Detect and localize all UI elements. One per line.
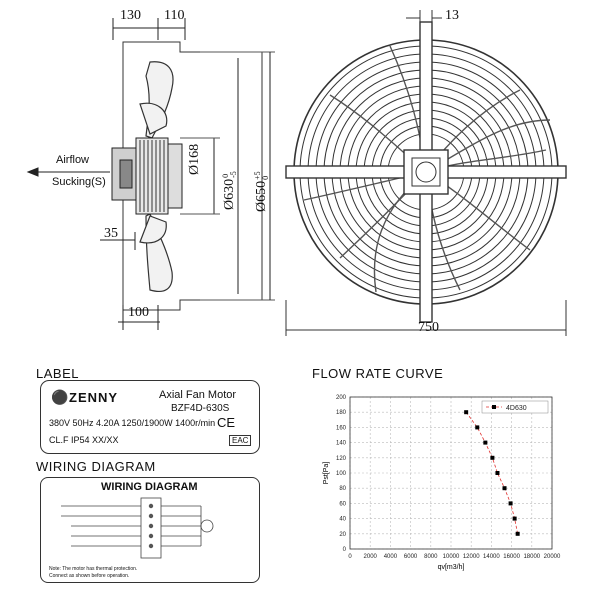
airflow-label: Airflow <box>56 154 90 166</box>
dim-ring-main: Ø650 <box>254 180 270 212</box>
model-number: BZF4D-630S <box>171 403 230 414</box>
wiring-footnote-1: Note: The motor has thermal protection. <box>49 566 138 572</box>
legend-label: 4D630 <box>506 405 527 412</box>
dim-100: 100 <box>128 305 149 320</box>
y-tick-label: 120 <box>336 456 347 462</box>
data-point <box>495 471 500 475</box>
front-view-drawing <box>285 10 567 336</box>
dim-130: 130 <box>120 8 141 23</box>
protection-line: CL.F IP54 XX/XX <box>49 435 119 445</box>
wiring-schematic <box>61 497 214 559</box>
dim-13: 13 <box>445 8 459 23</box>
y-tick-label: 140 <box>336 441 347 447</box>
chart-grid <box>349 396 553 550</box>
series-line <box>465 411 519 534</box>
wiring-footnote-2: Connect as shown before operation. <box>49 573 130 579</box>
eac-mark: EAC <box>229 435 252 446</box>
data-point <box>502 486 507 491</box>
chart-y-axis-label: Pst[Pa] <box>323 462 330 485</box>
x-tick-label: 18000 <box>523 554 540 560</box>
logo-icon: ⚫ <box>51 389 69 405</box>
data-point <box>464 410 469 415</box>
spec-line: 380V 50Hz 4.20A 1250/1900W 1400r/min <box>49 418 216 428</box>
product-type: Axial Fan Motor <box>159 389 237 401</box>
chart-legend: 4D630 <box>481 400 549 414</box>
x-tick-label: 20000 <box>544 554 561 560</box>
data-point <box>515 531 520 536</box>
y-tick-label: 20 <box>339 532 346 538</box>
dim-blade-tol-bottom: -5 <box>229 171 238 178</box>
y-tick-label: 80 <box>339 486 346 492</box>
flow-heading: FLOW RATE CURVE <box>312 366 444 381</box>
y-tick-label: 200 <box>336 395 347 401</box>
x-tick-label: 16000 <box>503 554 520 560</box>
wiring-card-title: WIRING DIAGRAM <box>101 481 198 493</box>
wiring-diagram-card: WIRING DIAGRAM Note: The motor has therm… <box>40 477 260 583</box>
x-tick-label: 4000 <box>384 554 398 560</box>
chart-series <box>464 410 520 536</box>
y-tick-label: 0 <box>343 547 347 553</box>
x-tick-label: 2000 <box>364 554 378 560</box>
legend-box <box>481 400 549 414</box>
data-point <box>512 516 517 521</box>
y-tick-label: 60 <box>339 501 346 507</box>
y-tick-label: 100 <box>336 471 347 477</box>
x-tick-label: 10000 <box>443 554 460 560</box>
chart-x-axis-label: qv[m3/h] <box>438 564 465 571</box>
dim-35: 35 <box>104 226 118 241</box>
dim-blade-main: Ø630 <box>222 178 238 210</box>
product-label-card: ⚫ ZENNY Axial Fan Motor BZF4D-630S 380V … <box>40 380 260 454</box>
x-tick-label: 0 <box>348 554 352 560</box>
x-tick-label: 14000 <box>483 554 500 560</box>
x-tick-label: 6000 <box>404 554 418 560</box>
legend-marker <box>492 405 496 409</box>
ce-mark: CE <box>217 415 236 430</box>
dim-hub-value: Ø168 <box>187 143 202 175</box>
dim-ring-tol-bottom: 0 <box>261 175 270 180</box>
x-tick-label: 8000 <box>424 554 438 560</box>
sucking-label: Sucking(S) <box>52 176 106 188</box>
dim-750: 750 <box>418 320 439 335</box>
data-point <box>475 425 480 430</box>
plot-frame <box>349 396 553 550</box>
y-tick-label: 180 <box>336 410 347 416</box>
label-heading: LABEL <box>36 366 79 381</box>
side-view-drawing <box>26 18 275 330</box>
brand-name: ZENNY <box>69 390 119 405</box>
y-tick-label: 40 <box>339 517 346 523</box>
x-tick-label: 12000 <box>463 554 480 560</box>
y-tick-label: 160 <box>336 425 347 431</box>
data-point <box>490 455 495 460</box>
dim-110: 110 <box>164 8 185 23</box>
data-point <box>483 440 488 445</box>
data-point <box>508 501 513 506</box>
wiring-heading: WIRING DIAGRAM <box>36 459 156 474</box>
